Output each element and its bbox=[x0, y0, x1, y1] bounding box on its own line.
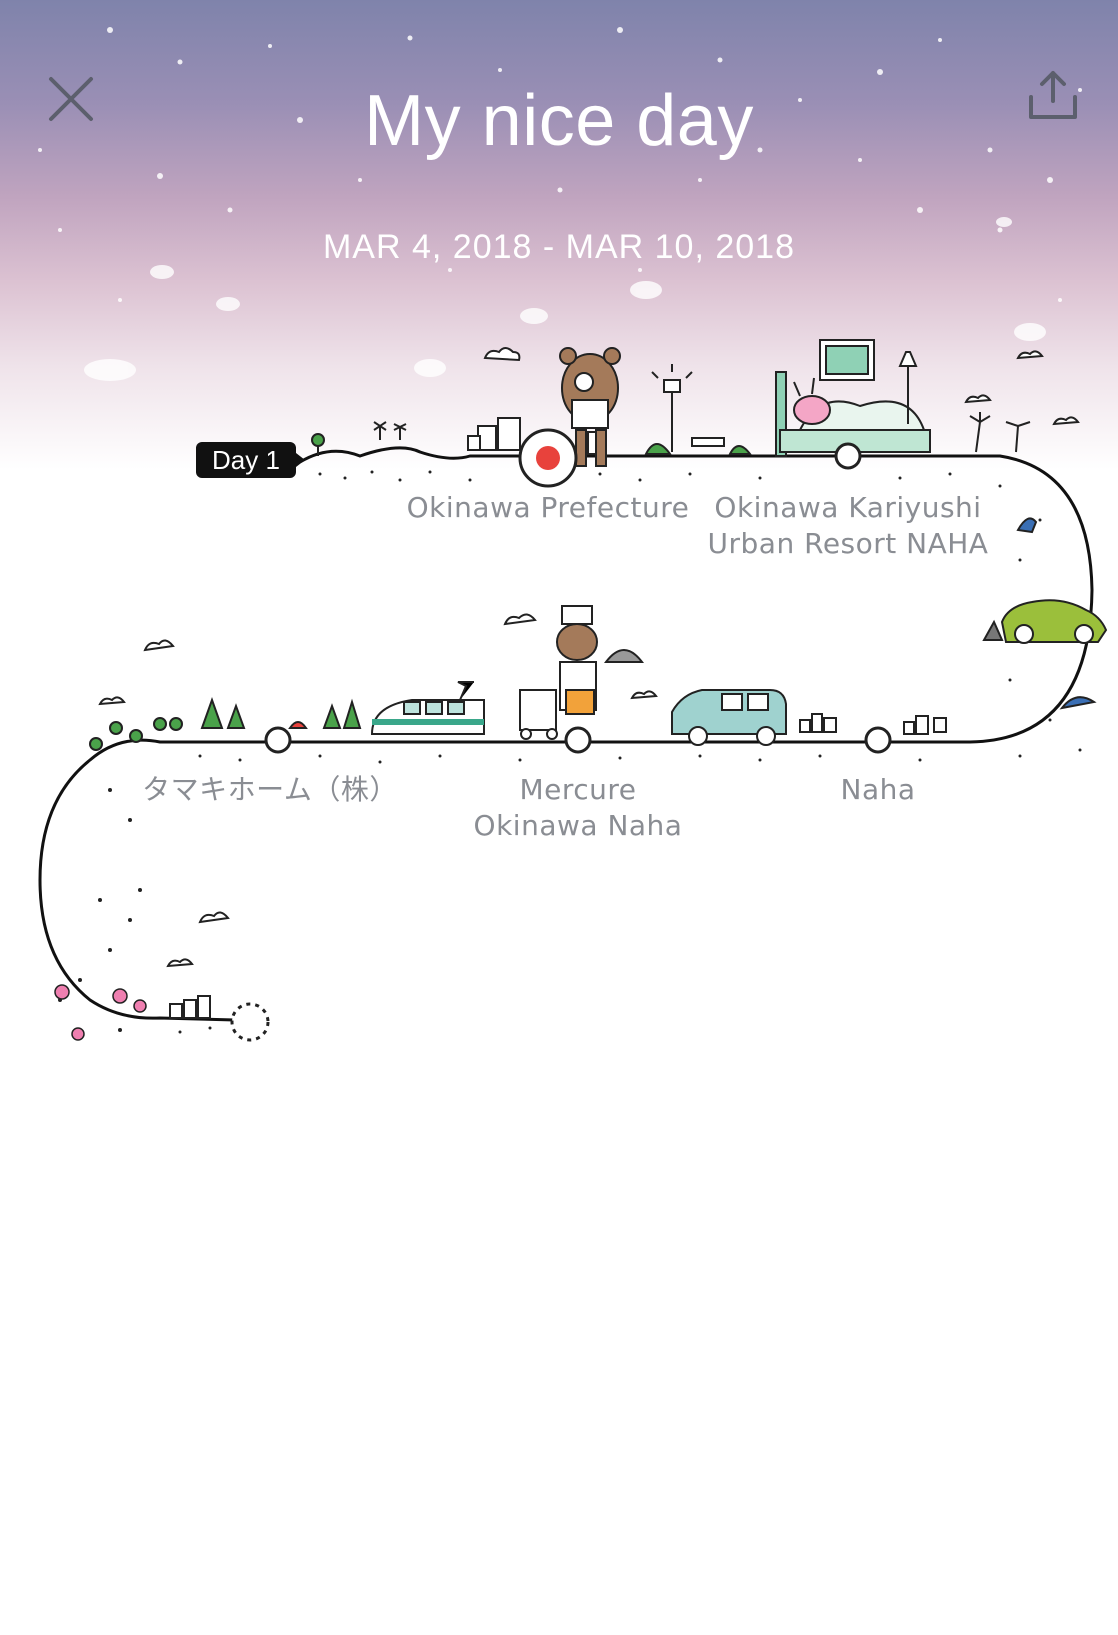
star-dots-decoration bbox=[38, 27, 1082, 381]
van-illustration bbox=[671, 689, 787, 746]
stop-marker[interactable] bbox=[264, 726, 292, 754]
stop-marker[interactable] bbox=[564, 726, 592, 754]
end-marker bbox=[230, 1002, 270, 1042]
stop-label-mercure-okinawa-naha[interactable]: Mercure Okinawa Naha bbox=[473, 773, 683, 842]
stop-label-kariyushi-resort[interactable]: Okinawa Kariyushi Urban Resort NAHA bbox=[707, 491, 989, 560]
sky-gradient-background bbox=[0, 0, 1118, 470]
green-car-illustration bbox=[982, 599, 1108, 644]
stop-marker-current[interactable] bbox=[518, 428, 578, 488]
train-illustration bbox=[370, 681, 485, 735]
close-x-icon bbox=[49, 77, 93, 121]
share-upload-icon bbox=[1029, 71, 1077, 119]
journey-path-illustration bbox=[38, 339, 1108, 1042]
chef-bear-illustration bbox=[519, 605, 645, 740]
stop-marker[interactable] bbox=[834, 442, 862, 470]
date-range: MAR 4, 2018 - MAR 10, 2018 bbox=[322, 228, 795, 266]
stop-label-naha[interactable]: Naha bbox=[840, 773, 916, 806]
page-title: My nice day bbox=[364, 81, 754, 161]
day-badge: Day 1 bbox=[196, 442, 305, 478]
stop-label-tamaki-home[interactable]: タマキホーム（株） bbox=[142, 773, 398, 806]
stop-label-okinawa-prefecture[interactable]: Okinawa Prefecture bbox=[406, 491, 690, 524]
hotel-bed-illustration bbox=[775, 339, 931, 457]
share-button[interactable] bbox=[1022, 64, 1084, 126]
stop-marker[interactable] bbox=[864, 726, 892, 754]
bear-photographer-illustration bbox=[559, 347, 621, 467]
close-button[interactable] bbox=[40, 68, 102, 130]
